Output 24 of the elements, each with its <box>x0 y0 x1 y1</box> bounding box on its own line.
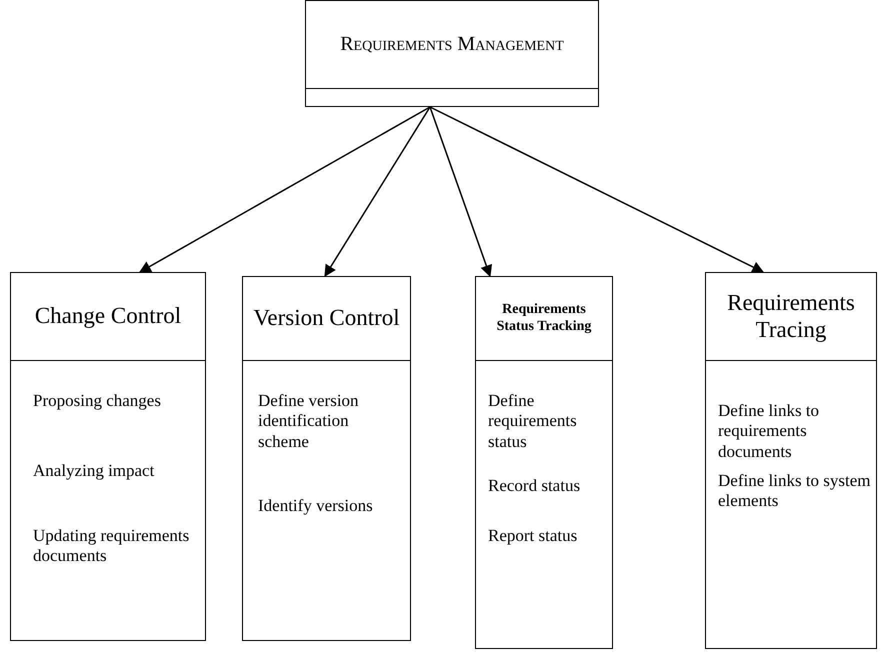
box-heading: Requirements Status Tracking <box>496 302 592 335</box>
arrow <box>324 106 431 278</box>
box <box>705 272 877 649</box>
list-item: Analyzing impact <box>33 461 156 482</box>
list-item: Report status <box>488 526 578 546</box>
arrow <box>429 106 492 278</box>
list-item: Updating requirements documents <box>33 526 190 567</box>
box <box>10 272 206 641</box>
box <box>475 276 613 649</box>
arrow <box>430 106 764 273</box>
arrow <box>138 106 430 273</box>
box-heading: Version Control <box>253 305 400 332</box>
box <box>305 0 599 107</box>
list-item: Define links to requirements documents <box>718 401 820 462</box>
box-heading: Change Control <box>34 303 182 330</box>
box-heading: Requirements Management <box>340 33 564 56</box>
list-item: Proposing changes <box>33 391 162 412</box>
box <box>242 276 411 641</box>
list-item: Define links to system elements <box>718 471 872 512</box>
list-item: Record status <box>488 476 582 496</box>
list-item: Define version identification scheme <box>258 391 360 452</box>
box-heading: Requirements Tracing <box>726 290 856 343</box>
list-item: Identify versions <box>258 496 374 516</box>
list-item: Define requirements status <box>488 391 578 452</box>
